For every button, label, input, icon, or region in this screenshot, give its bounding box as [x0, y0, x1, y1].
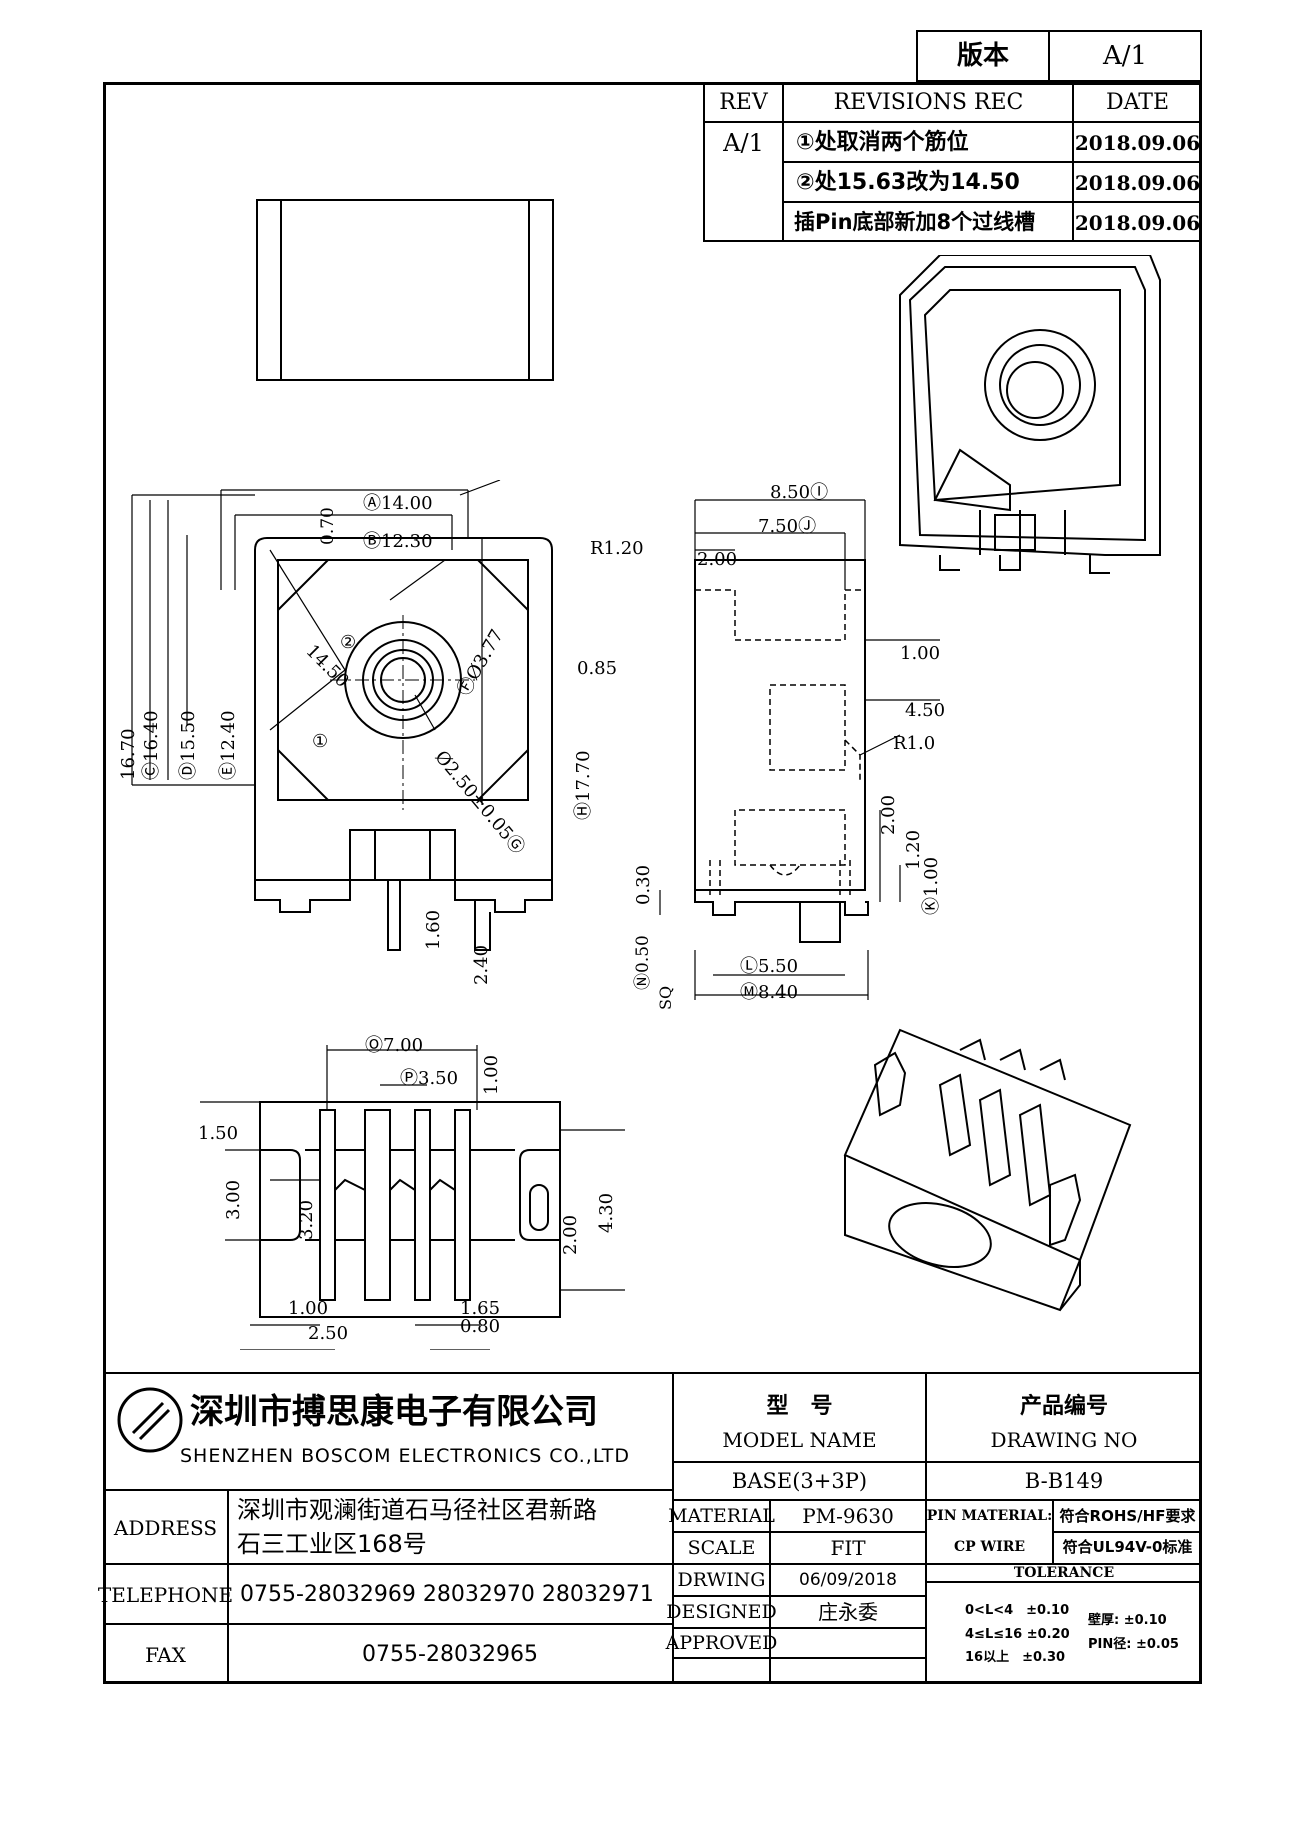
marker-1: ① — [312, 731, 329, 752]
drwing-label: DRWING — [677, 1568, 766, 1591]
address-line1: 深圳市观澜街道石马径社区君新路 — [237, 1496, 597, 1524]
revision-row-date: 2018.09.06 — [1074, 211, 1201, 235]
model-name-value: BASE(3+3P) — [731, 1468, 868, 1493]
revision-row-date: 2018.09.06 — [1074, 131, 1201, 155]
designed-label: DESIGNED — [666, 1600, 777, 1623]
model-name-cn: 型 号 — [766, 1394, 833, 1419]
scale-label: SCALE — [687, 1536, 756, 1559]
tolerance-row2: 4≤L≤16 ±0.20 — [965, 1627, 1070, 1642]
isometric-view-bottom — [843, 1028, 1132, 1312]
rohs-note: 符合ROHS/HF要求 — [1059, 1506, 1196, 1525]
top-view — [256, 199, 554, 381]
dim-p350: Ⓟ3.50 — [400, 1068, 459, 1089]
dim-o700: Ⓞ7.00 — [365, 1035, 424, 1056]
dim-240: 2.40 — [471, 944, 492, 985]
designed-value: 庄永委 — [818, 1600, 878, 1624]
isometric-view-top — [899, 255, 1161, 574]
pin-material-label: PIN MATERIAL: — [926, 1508, 1053, 1524]
tolerance-wall: 壁厚: ±0.10 — [1088, 1613, 1167, 1628]
version-label: 版本 — [956, 41, 1009, 71]
dim-160: 1.60 — [423, 909, 444, 950]
rec-header: REVISIONS REC — [833, 90, 1024, 115]
dim-k100: Ⓚ1.00 — [921, 856, 942, 915]
revisions-grid — [703, 82, 1202, 242]
scale-value: FIT — [830, 1536, 866, 1560]
dim-080: 0.80 — [460, 1316, 501, 1337]
tolerance-row3: 16以上 ±0.30 — [965, 1650, 1066, 1665]
fax-value: 0755-28032965 — [362, 1642, 538, 1667]
date-header: DATE — [1105, 90, 1170, 115]
company-name-en: SHENZHEN BOSCOM ELECTRONICS CO.,LTD — [180, 1445, 631, 1467]
material-label: MATERIAL — [668, 1504, 775, 1527]
tolerance-row1: 0<L<4 ±0.10 — [965, 1603, 1070, 1618]
dim-m840: Ⓜ8.40 — [740, 982, 799, 1003]
address-label: ADDRESS — [113, 1516, 218, 1540]
model-name-en: MODEL NAME — [722, 1428, 877, 1452]
dim-r10: R1.0 — [893, 733, 936, 754]
material-value: PM-9630 — [802, 1504, 894, 1528]
dim-i850: 8.50Ⓘ — [770, 482, 829, 503]
revision-row-rec: ①处取消两个筋位 — [796, 130, 969, 155]
pin-material-value: CP WIRE — [953, 1539, 1026, 1555]
dim-300: 3.00 — [223, 1179, 244, 1220]
revision-row-rec: ②处15.63改为14.50 — [796, 170, 1020, 195]
drawing-frame — [103, 82, 1202, 1684]
version-value: A/1 — [1102, 41, 1148, 71]
version-divider — [1048, 30, 1050, 82]
tolerance-pin: PIN径: ±0.05 — [1088, 1637, 1179, 1652]
dim-1670: 16.70 — [118, 728, 139, 780]
drawing-no-cn: 产品编号 — [1019, 1394, 1108, 1419]
dim-100: 1.00 — [900, 643, 941, 664]
dim-450: 4.50 — [905, 700, 946, 721]
revision-row-date: 2018.09.06 — [1074, 171, 1201, 195]
fax-label: FAX — [145, 1643, 186, 1667]
dim-320: 3.20 — [296, 1199, 317, 1240]
dim-a: Ⓐ14.00 — [363, 493, 433, 514]
revision-row-rev: A/1 — [723, 129, 764, 157]
dim-n050: Ⓝ0.50 — [633, 935, 653, 990]
dim-200-side: 2.00 — [878, 794, 899, 835]
dim-100-top: 1.00 — [481, 1054, 502, 1095]
dim-e1240: Ⓔ12.40 — [218, 710, 239, 780]
side-view-drawing — [659, 499, 940, 1000]
drwing-value: 06/09/2018 — [799, 1569, 897, 1590]
dim-430: 4.30 — [596, 1192, 617, 1233]
dim-030: 0.30 — [633, 864, 654, 905]
approved-label: APPROVED — [665, 1631, 778, 1654]
company-logo-icon — [117, 1387, 183, 1453]
dim-sq: SQ — [656, 985, 675, 1010]
dim-085: 0.85 — [577, 658, 618, 679]
dim-100-bottom: 1.00 — [288, 1298, 329, 1319]
dim-h1770: Ⓗ17.70 — [573, 750, 594, 820]
rev-header: REV — [719, 90, 768, 115]
dim-165: 1.65 — [460, 1298, 501, 1319]
telephone-label: TELEPHONE — [97, 1583, 234, 1607]
drawing-no-value: B-B149 — [1024, 1468, 1104, 1493]
dim-b: Ⓑ12.30 — [363, 531, 433, 552]
company-name-cn: 深圳市搏思康电子有限公司 — [190, 1392, 598, 1432]
ul-note: 符合UL94V-0标准 — [1062, 1537, 1193, 1556]
marker-2: ② — [340, 632, 357, 653]
dim-200-top: 2.00 — [697, 549, 738, 570]
dim-r120: R1.20 — [590, 538, 644, 559]
dim-200: 2.00 — [560, 1214, 581, 1255]
address-line2: 石三工业区168号 — [237, 1530, 427, 1558]
telephone-value: 0755-28032969 28032970 28032971 — [240, 1582, 654, 1607]
dim-l550: Ⓛ5.50 — [740, 956, 799, 977]
revision-row-rec: 插Pin底部新加8个过线槽 — [794, 210, 1036, 234]
dim-c1640: Ⓒ16.40 — [141, 710, 162, 780]
version-box — [916, 30, 1202, 82]
dim-070: 0.70 — [318, 507, 338, 545]
approved-value — [770, 1628, 926, 1658]
dim-150: 1.50 — [198, 1123, 239, 1144]
dim-250: 2.50 — [308, 1323, 349, 1344]
tolerance-label: TOLERANCE — [1013, 1565, 1115, 1581]
drawing-no-en: DRAWING NO — [990, 1428, 1138, 1452]
dim-j750: 7.50Ⓙ — [758, 516, 817, 537]
dim-d1550: Ⓓ15.50 — [178, 710, 199, 780]
front-view-drawing — [131, 480, 553, 951]
bottom-view-drawing — [200, 1045, 625, 1350]
title-block-grid — [103, 1372, 1202, 1684]
